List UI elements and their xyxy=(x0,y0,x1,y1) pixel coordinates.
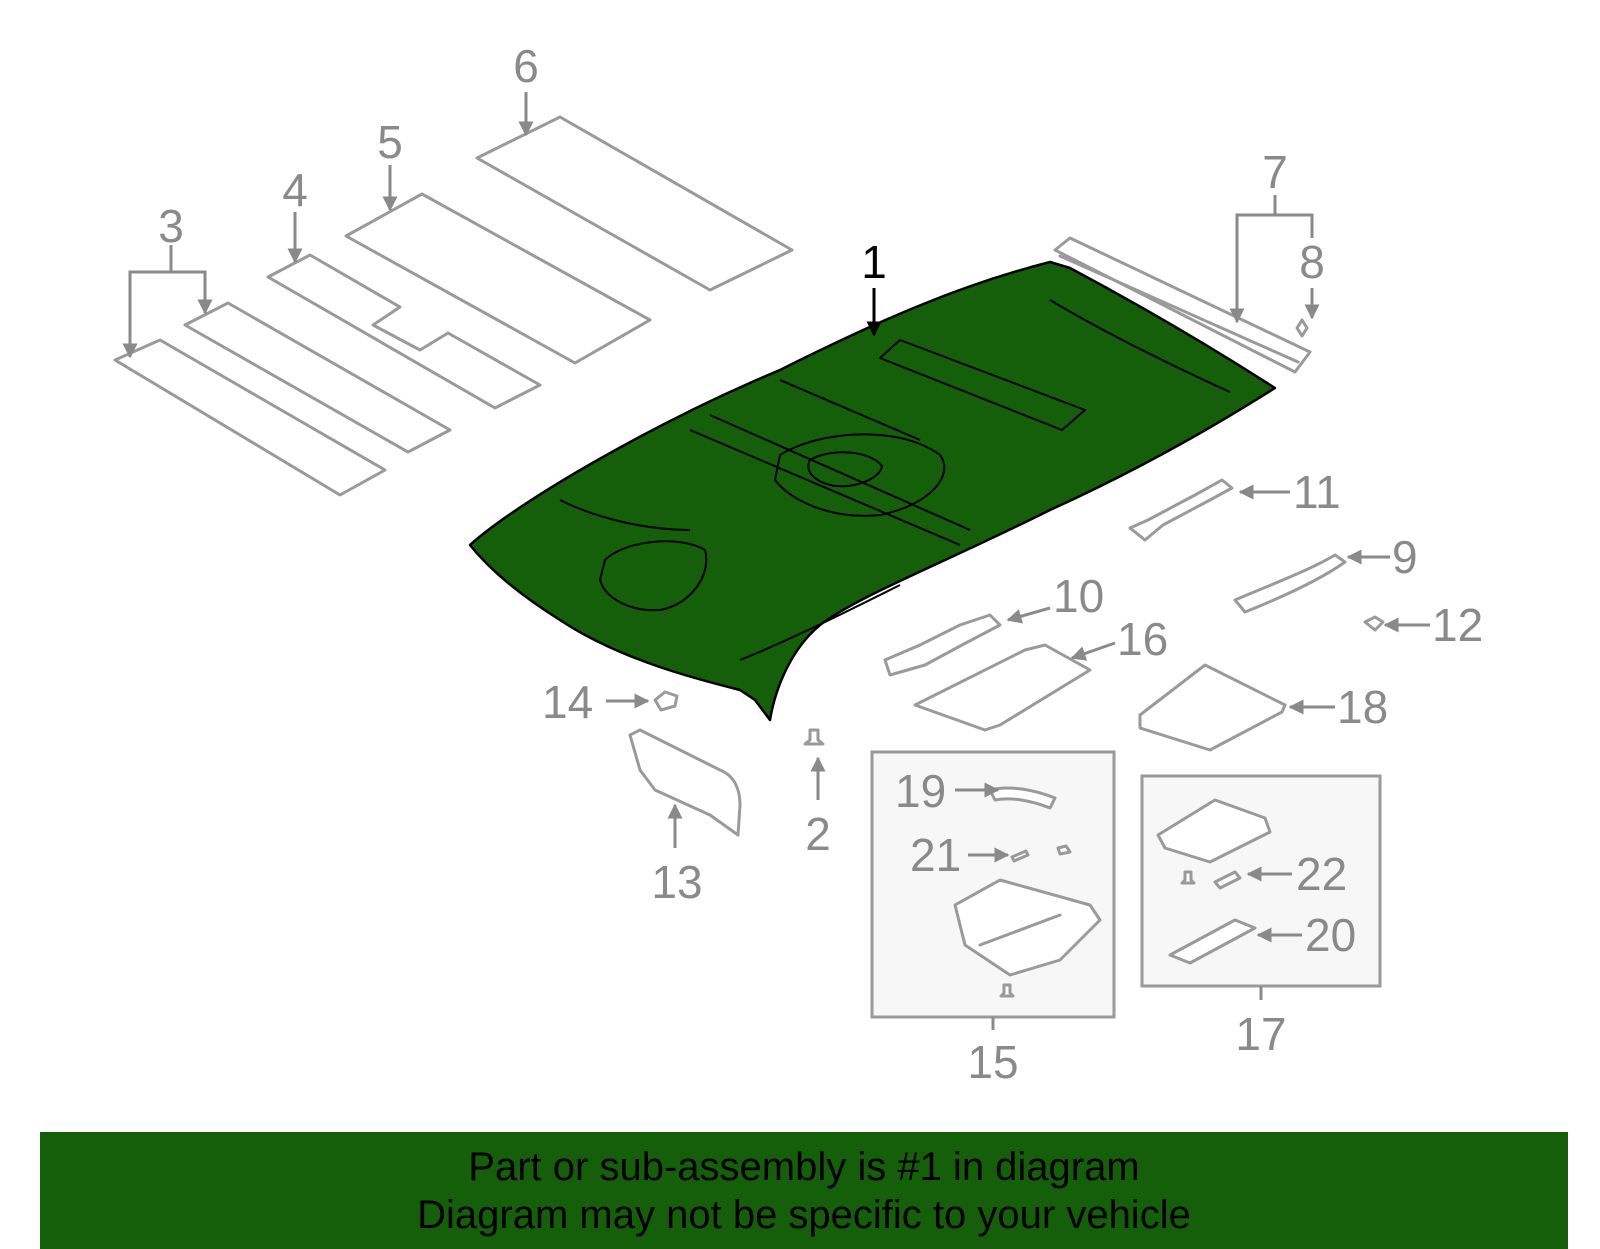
part-9-handle xyxy=(1233,553,1347,614)
part-1-headliner xyxy=(468,260,1277,722)
part-21-bulb xyxy=(1010,849,1030,863)
leader-10 xyxy=(1006,606,1051,624)
part-10-bracket xyxy=(883,613,1002,677)
callout-3: 3 xyxy=(158,200,184,252)
part-5-pad xyxy=(344,192,652,365)
part-20-lens xyxy=(1168,918,1257,965)
callout-15: 15 xyxy=(967,1036,1018,1088)
part-11-bracket xyxy=(1128,478,1234,542)
callout-11: 11 xyxy=(1293,466,1341,518)
callout-22: 22 xyxy=(1296,848,1347,900)
part-22-bulb xyxy=(1213,870,1242,890)
callout-16: 16 xyxy=(1117,613,1168,665)
callout-18: 18 xyxy=(1337,681,1388,733)
kit-15-parts xyxy=(953,786,1102,998)
part-19-lens xyxy=(988,786,1057,810)
banner-line-1: Part or sub-assembly is #1 in diagram xyxy=(468,1144,1140,1189)
banner-line-2: Diagram may not be specific to your vehi… xyxy=(417,1192,1191,1237)
callout-10: 10 xyxy=(1053,570,1104,622)
callout-4: 4 xyxy=(282,164,308,216)
leader-lines xyxy=(122,92,1430,1030)
callout-12: 12 xyxy=(1432,599,1483,651)
part-16-bracket xyxy=(913,643,1092,732)
part-15-screw xyxy=(999,983,1015,998)
callout-8: 8 xyxy=(1299,236,1325,288)
part-3-pads xyxy=(113,301,452,497)
callout-labels: 1 2 3 4 5 6 7 8 9 10 11 12 13 14 15 16 1… xyxy=(158,40,1483,1088)
callout-6: 6 xyxy=(513,40,539,92)
part-2-screw xyxy=(803,728,825,746)
callout-17: 17 xyxy=(1235,1008,1286,1060)
part-13-visor xyxy=(628,728,742,837)
part-12-clip xyxy=(1363,615,1385,632)
callout-14: 14 xyxy=(542,676,593,728)
part-17-screw xyxy=(1180,870,1196,885)
callout-13: 13 xyxy=(651,856,702,908)
part-6-pad xyxy=(475,115,794,292)
part-14-clip xyxy=(653,690,679,712)
part-7-rail xyxy=(1053,236,1312,374)
kit-17-parts xyxy=(1156,798,1272,965)
callout-2: 2 xyxy=(805,808,831,860)
part-8-clip xyxy=(1295,318,1309,338)
callout-20: 20 xyxy=(1305,909,1356,961)
callout-9: 9 xyxy=(1392,531,1418,583)
part-18-panel xyxy=(1138,663,1287,752)
callout-19: 19 xyxy=(895,765,946,817)
part-17-lamp xyxy=(1156,798,1272,864)
part-4-pad xyxy=(266,253,542,410)
callout-7: 7 xyxy=(1262,146,1288,198)
callout-5: 5 xyxy=(377,116,403,168)
callout-1: 1 xyxy=(861,236,887,288)
leader-3 xyxy=(122,245,213,359)
leader-16 xyxy=(1070,641,1116,661)
footer-banner: Part or sub-assembly is #1 in diagram Di… xyxy=(40,1132,1568,1249)
callout-21: 21 xyxy=(910,829,961,881)
